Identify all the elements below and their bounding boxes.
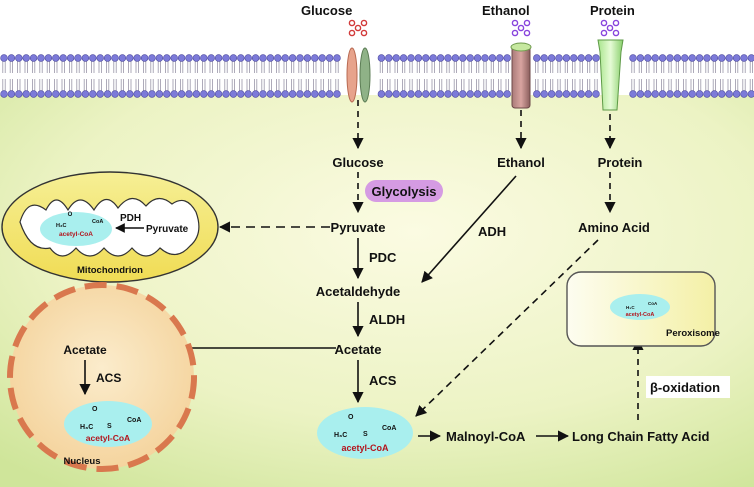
svg-text:O: O — [92, 406, 98, 413]
nucleus-acetyl-coa-label: acetyl-CoA — [86, 433, 130, 443]
cytosol-acetyl-coa-label: acetyl-CoA — [341, 443, 389, 453]
svg-text:H₃C: H₃C — [56, 223, 67, 229]
nucleus-acs-label: ACS — [96, 371, 121, 385]
glycolysis-label: Glycolysis — [371, 184, 436, 199]
svg-text:CoA: CoA — [127, 417, 141, 424]
mito-acetyl-coa-label: acetyl-CoA — [59, 231, 93, 238]
glucose-node: Glucose — [332, 155, 383, 170]
cell-membrane — [0, 54, 754, 98]
pyruvate-node: Pyruvate — [331, 220, 386, 235]
peroxisome-acetyl-coa-label: acetyl-CoA — [626, 312, 655, 318]
aldh-enzyme: ALDH — [369, 312, 405, 327]
beta-oxidation-label: β-oxidation — [650, 380, 720, 395]
svg-text:S: S — [107, 423, 112, 430]
svg-text:H₃C: H₃C — [334, 432, 347, 439]
svg-text:CoA: CoA — [382, 425, 396, 432]
glycolysis-badge — [365, 180, 443, 202]
glucose-transporter — [346, 47, 371, 103]
glucose-top-label: Glucose — [301, 3, 352, 18]
malonyl-coa-node: Malnoyl-CoA — [446, 429, 526, 444]
long-chain-fatty-acid-node: Long Chain Fatty Acid — [572, 429, 710, 444]
adh-enzyme: ADH — [478, 224, 506, 239]
ethanol-top-label: Ethanol — [482, 3, 530, 18]
acs-enzyme: ACS — [369, 373, 397, 388]
svg-text:O: O — [68, 212, 73, 218]
arrow-amino-to-acetylcoa — [415, 239, 599, 417]
nucleus: Acetate ACS O H₃C S CoA acetyl-CoA Nucle… — [7, 282, 197, 472]
arrow-ethanol-to-acetaldehyde — [421, 175, 517, 283]
nucleus-acetate-label: Acetate — [63, 343, 107, 357]
svg-text:CoA: CoA — [92, 219, 103, 225]
beta-oxidation-box — [646, 376, 730, 398]
protein-node: Protein — [598, 155, 643, 170]
svg-text:CoA: CoA — [648, 301, 658, 306]
mito-pyruvate-label: Pyruvate — [146, 224, 189, 235]
ethanol-node: Ethanol — [497, 155, 545, 170]
pdc-enzyme: PDC — [369, 250, 397, 265]
mitochondrion-title: Mitochondrion — [77, 265, 143, 276]
svg-text:S: S — [363, 431, 368, 438]
protein-top-label: Protein — [590, 3, 635, 18]
extracellular-molecules — [348, 19, 620, 37]
acetate-node: Acetate — [335, 342, 382, 357]
acetaldehyde-node: Acetaldehyde — [316, 284, 401, 299]
svg-text:H₃C: H₃C — [80, 424, 93, 431]
peroxisome: H₃C CoA acetyl-CoA Peroxisome — [566, 271, 720, 347]
mito-pdh-label: PDH — [120, 213, 141, 224]
cytosol-acetyl-coa: O H₃C S CoA acetyl-CoA — [317, 407, 413, 459]
ethanol-channel — [510, 42, 532, 109]
peroxisome-title: Peroxisome — [666, 328, 720, 339]
svg-text:H₃C: H₃C — [626, 305, 635, 310]
svg-text:O: O — [348, 414, 354, 421]
nucleus-title: Nucleus — [64, 456, 101, 467]
mitochondrion: O H₃C CoA acetyl-CoA PDH Pyruvate Mitoch… — [1, 171, 219, 283]
protein-channel — [597, 39, 624, 111]
amino-acid-node: Amino Acid — [578, 220, 650, 235]
